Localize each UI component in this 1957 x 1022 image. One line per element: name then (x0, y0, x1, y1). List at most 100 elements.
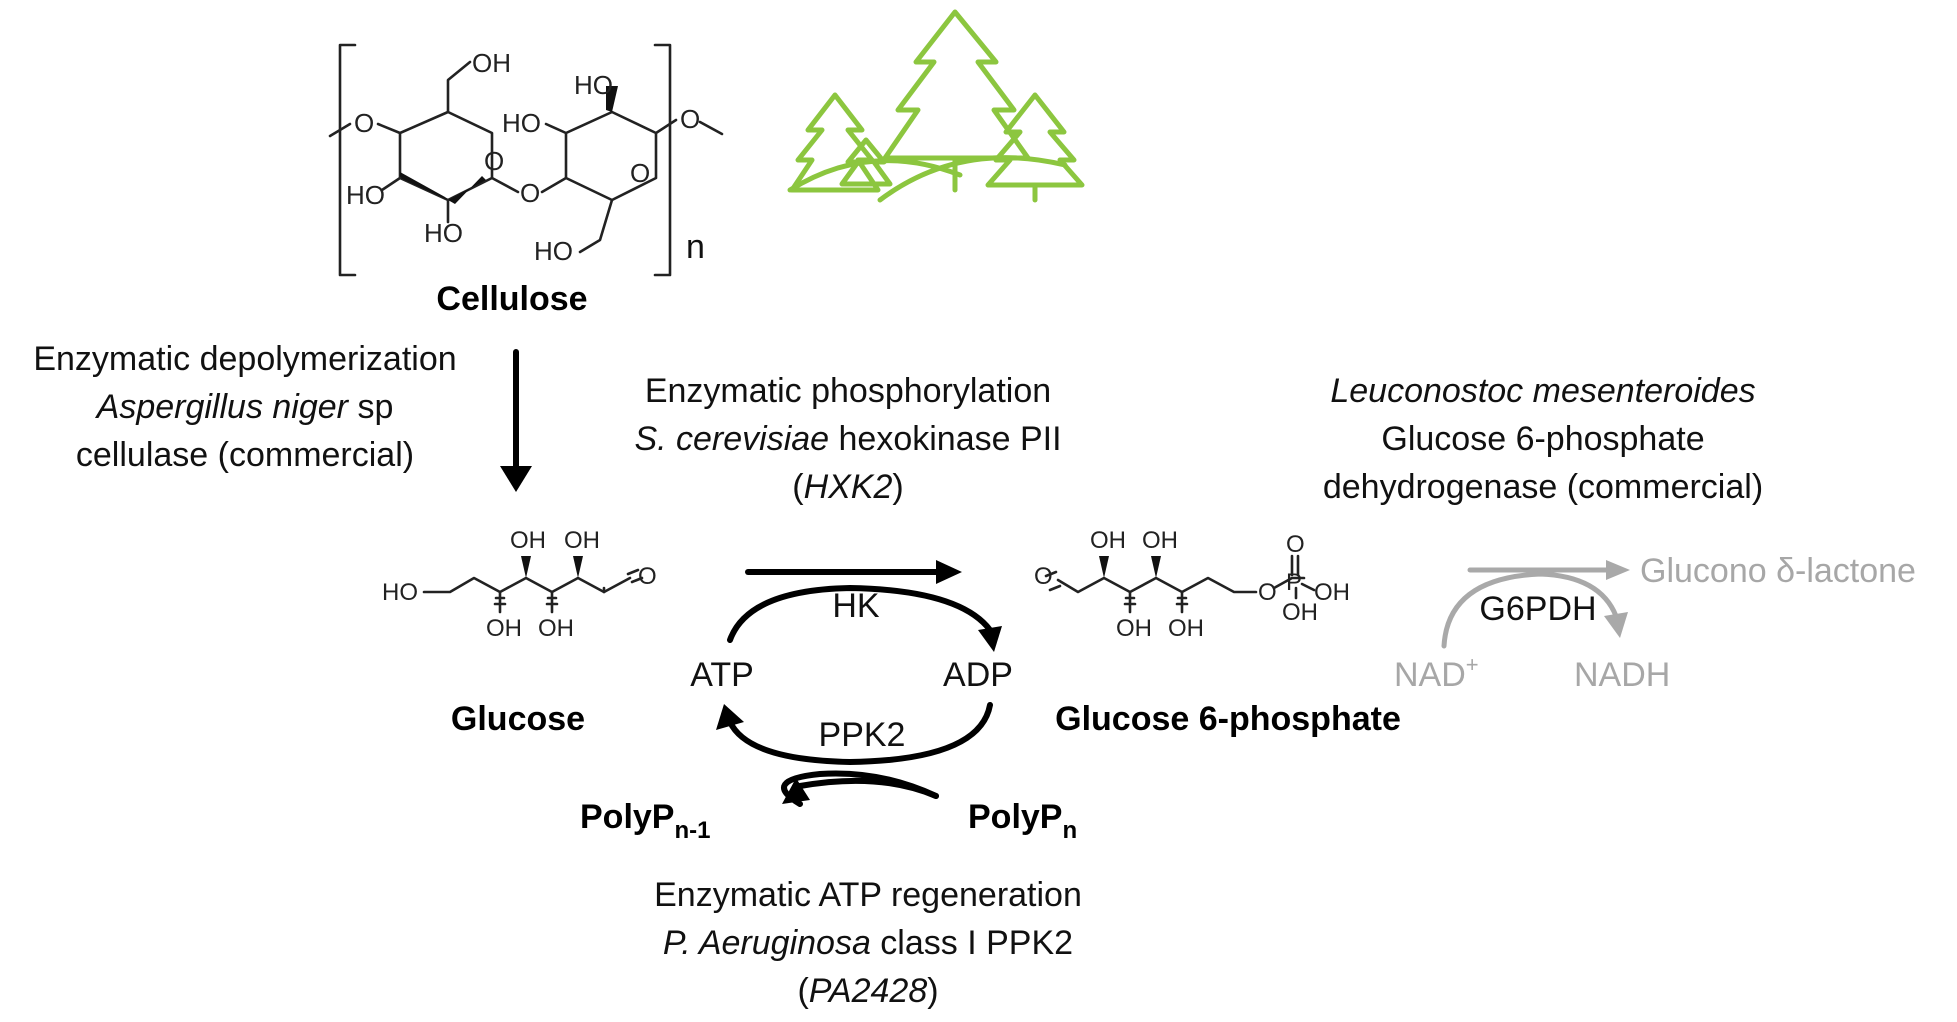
g6p-atom-oh1: OH (1090, 527, 1126, 554)
atom-o-right: O (680, 104, 700, 134)
bond-right-end (698, 120, 724, 136)
glucose-structure: HO OH OH OH OH O (382, 527, 657, 642)
glucose-hash-1 (493, 590, 507, 614)
g6p-atom-oh3: OH (1116, 615, 1152, 642)
step3-line3: dehydrogenase (commercial) (1323, 468, 1763, 506)
nadh-label: NADH (1574, 656, 1670, 694)
g6p-hash-2 (1175, 590, 1189, 614)
glucose-atom-o: O (638, 563, 657, 590)
bond-o-right (654, 118, 678, 135)
g6p-atom-o-p: O (1286, 531, 1305, 558)
forest-icon (787, 9, 1085, 203)
glucose-atom-oh1: OH (510, 527, 546, 554)
hill-right (877, 155, 1068, 203)
cellulose-label: Cellulose (436, 280, 587, 318)
step4-line2: P. Aeruginosa class I PPK2 (663, 924, 1073, 962)
polyp-arc-main (797, 777, 939, 799)
g6p-aldehyde (1044, 570, 1062, 592)
ppk2-cofactor-arrowhead (716, 704, 744, 730)
bond-ho-mid (544, 122, 568, 135)
g6pdh-main-arrowhead (1606, 560, 1630, 580)
step-dehydrogenase: Leuconostoc mesenteroides Glucose 6-phos… (1323, 372, 1763, 506)
step1-line2-rest: sp (348, 388, 393, 426)
ppk2-cofactor-arc (727, 702, 993, 766)
step1-line3: cellulase (commercial) (76, 436, 414, 474)
step4-line1: Enzymatic ATP regeneration (654, 876, 1082, 914)
ppk2-label: PPK2 (819, 716, 906, 754)
step1-line1: Enzymatic depolymerization (33, 340, 456, 378)
step-depolymerization: Enzymatic depolymerization Aspergillus n… (33, 340, 456, 474)
g6p-atom-o-ald: O (1034, 563, 1053, 590)
g6p-atom-o-ester: O (1258, 579, 1277, 606)
atp-label: ATP (690, 656, 754, 694)
repeat-subscript: n (686, 228, 705, 266)
glucose-wedge-2 (573, 556, 583, 578)
g6p-phosphate-bonds (1272, 554, 1316, 600)
ch2-top (446, 60, 472, 114)
step1-organism: Aspergillus niger (95, 388, 350, 426)
g6p-structure: O OH OH OH OH O P O OH OH (1034, 527, 1350, 642)
hk-main-arrowhead (936, 560, 962, 584)
g6p-wedge-2 (1151, 556, 1161, 578)
step2-line3: (HXK2) (792, 468, 903, 506)
nad-label: NAD+ (1394, 652, 1479, 694)
atom-o-left: O (354, 108, 374, 138)
g6p-wedge-1 (1099, 556, 1109, 578)
step2-line2: S. cerevisiae hexokinase PII (634, 420, 1061, 458)
step4-line2-rest: class I PPK2 (871, 924, 1073, 962)
step3-organism: Leuconostoc mesenteroides (1330, 372, 1755, 410)
g6p-atom-p: P (1286, 569, 1302, 596)
glucose-atom-ho: HO (382, 579, 418, 606)
step2-organism: S. cerevisiae (634, 420, 829, 458)
left-bracket (338, 43, 357, 277)
bond-left-end (328, 122, 352, 138)
bond-link (490, 176, 520, 194)
ch2-bottom (578, 198, 614, 254)
ring-1 (398, 110, 494, 202)
glucose-label: Glucose (451, 700, 585, 738)
polyp-left-subscript: n-1 (674, 817, 710, 844)
polyp-right-label: PolyPn (968, 798, 1077, 844)
hk-cofactor-arc (727, 584, 993, 643)
g6pdh-reaction: G6PDH Glucono δ-lactone NAD+ NADH (1394, 552, 1916, 694)
tree-left (789, 92, 881, 193)
hk-label: HK (832, 587, 880, 625)
step2-gene: HXK2 (804, 468, 893, 506)
g6p-atom-oh-p2: OH (1282, 599, 1318, 626)
wedge-3 (606, 86, 618, 112)
glucose-atom-oh3: OH (486, 615, 522, 642)
glucono-lactone-label: Glucono δ-lactone (1640, 552, 1916, 590)
atom-ho-left: HO (346, 180, 385, 210)
hk-cofactor-arrowhead (978, 626, 1002, 652)
atom-o-ring1: O (484, 146, 504, 176)
step3-line2: Glucose 6-phosphate (1381, 420, 1704, 458)
atom-ho-bottom: HO (424, 218, 463, 248)
step4-gene: PA2428 (809, 972, 928, 1010)
step4-organism: P. Aeruginosa (663, 924, 871, 962)
glucose-aldehyde (626, 568, 644, 584)
step-phosphorylation: Enzymatic phosphorylation S. cerevisiae … (634, 372, 1061, 506)
step2-line2-rest: hexokinase PII (829, 420, 1061, 458)
g6p-label: Glucose 6-phosphate (1055, 700, 1401, 738)
cellulose-structure: OH HO HO O O O O O HO HO HO n (328, 43, 724, 277)
bond-ho-left (380, 176, 402, 192)
g6p-atom-oh2: OH (1142, 527, 1178, 554)
atom-o-link: O (520, 178, 540, 208)
g6p-hash-1 (1123, 590, 1137, 614)
glucose-wedge-1 (521, 556, 531, 578)
step4-line3: (PA2428) (797, 972, 938, 1010)
g6p-atom-oh4: OH (1168, 615, 1204, 642)
g6pdh-cofactor-arrowhead (1604, 612, 1628, 638)
tree-center (882, 9, 1031, 161)
polyp-right-subscript: n (1062, 817, 1077, 844)
glucose-atom-oh4: OH (538, 615, 574, 642)
g6pdh-label: G6PDH (1479, 590, 1596, 628)
g6p-atom-oh-p1: OH (1314, 579, 1350, 606)
g6pdh-cofactor-arc (1441, 571, 1619, 649)
right-bracket (653, 43, 672, 277)
adp-label: ADP (943, 656, 1013, 694)
depolymerization-arrowhead (500, 466, 532, 492)
tree-small (839, 137, 893, 187)
bond-link-2 (540, 176, 568, 194)
